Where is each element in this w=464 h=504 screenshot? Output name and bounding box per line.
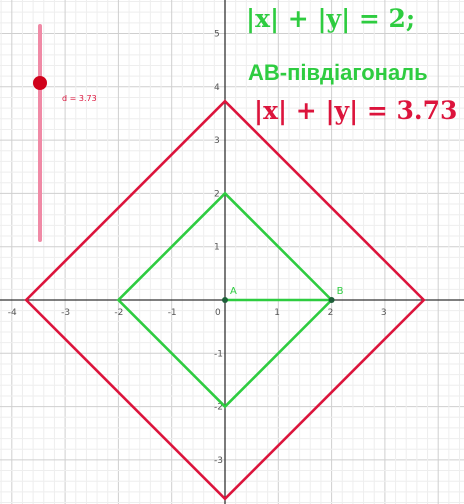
point-label-b: B [337, 286, 344, 297]
green-equation-label: |x| + |y| = 2; [246, 4, 416, 33]
half-diagonal-caption: AB-півдіагональ [248, 60, 428, 85]
point-b [328, 297, 335, 303]
x-tick-label: -3 [61, 308, 70, 318]
y-tick-label: 4 [214, 83, 220, 93]
point-label-a: A [230, 286, 237, 297]
y-tick-label: 5 [214, 30, 220, 40]
slider-knob[interactable] [33, 76, 47, 90]
y-tick-label: 1 [214, 243, 220, 253]
x-tick-label: -1 [168, 308, 177, 318]
slider[interactable]: d = 3.73 [33, 24, 97, 242]
y-tick-label: -1 [214, 349, 223, 359]
x-tick-label: 1 [274, 308, 280, 318]
x-tick-label: 3 [381, 308, 387, 318]
x-tick-label: -4 [8, 308, 17, 318]
shapes [24, 99, 426, 501]
red-diamond [24, 99, 426, 501]
x-tick-label: 0 [215, 308, 221, 318]
y-tick-label: -2 [214, 403, 223, 413]
slider-label: d = 3.73 [62, 94, 97, 103]
x-tick-label: 2 [328, 308, 334, 318]
y-tick-label: 2 [214, 189, 220, 199]
y-tick-label: -3 [214, 456, 223, 466]
red-equation-label: |x| + |y| = 3.73 [254, 96, 458, 125]
green-diamond [116, 191, 334, 409]
y-tick-label: 3 [214, 136, 220, 146]
point-a [222, 297, 228, 303]
x-tick-label: -2 [114, 308, 123, 318]
